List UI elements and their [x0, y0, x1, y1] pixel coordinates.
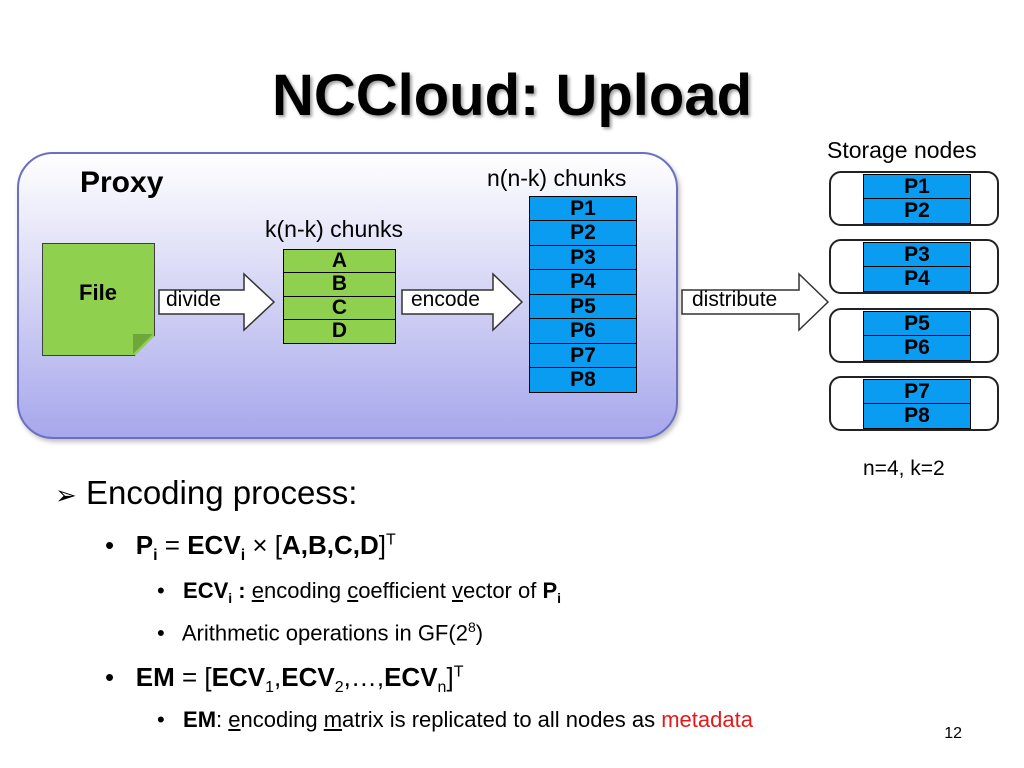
ecv-text2: oefficient [358, 578, 452, 603]
formula-eq: = [157, 530, 188, 560]
arrow-bullet-icon: ➢ [55, 480, 77, 510]
ecv-definition-line: • ECVi : encoding coefficient vector of … [157, 578, 561, 608]
em-close: ] [446, 662, 454, 692]
em-sub1: 1 [265, 679, 275, 697]
slide-number: 12 [944, 725, 962, 742]
storage-node: P3 P4 [829, 239, 999, 294]
em-ecvn: ECV [384, 662, 438, 692]
coded-chunk: P2 [529, 220, 637, 246]
storage-node: P7 P8 [829, 376, 999, 431]
heading-bullet: ➢ Encoding process: [55, 474, 357, 512]
storage-nodes-caption: Storage nodes [827, 137, 977, 163]
stored-chunk: P7 [863, 378, 971, 405]
coded-chunk: P6 [529, 318, 637, 344]
emdef-e: e [228, 707, 241, 732]
em-comma: , [274, 662, 282, 692]
emdef-term: EM [183, 707, 217, 732]
arith-text: Arithmetic operations in GF(2 [181, 620, 468, 646]
formula-p-sub: i [153, 547, 158, 565]
coded-chunk: P4 [529, 269, 637, 295]
encoding-heading: Encoding process: [85, 474, 358, 511]
emdef-colon: : [216, 707, 229, 732]
ecv-p-sub: i [557, 590, 562, 607]
em-term: EM [135, 662, 175, 692]
em-sub2: 2 [334, 679, 344, 697]
formula-ecv-sub: i [240, 547, 246, 565]
ecv-e: e [251, 578, 264, 603]
coded-chunk: P3 [529, 244, 637, 271]
data-chunk: D [283, 319, 396, 344]
k-chunks-caption: k(n-k) chunks [265, 216, 404, 242]
encode-label: encode [411, 288, 480, 311]
stored-chunk: P2 [863, 198, 971, 224]
bullet-dot: • [105, 530, 115, 560]
emdef-m: m [323, 707, 343, 732]
distribute-arrow [681, 272, 830, 332]
distribute-label: distribute [692, 288, 778, 311]
params-label: n=4, k=2 [863, 457, 945, 480]
storage-node: P1 P2 [829, 171, 999, 226]
divide-arrow [158, 272, 276, 332]
data-chunk: C [283, 295, 396, 321]
ecv-text1: ncoding [264, 578, 348, 603]
arith-close: ) [475, 620, 484, 646]
formula-ecv: ECV [187, 530, 241, 560]
ecv-text3: ector of [462, 578, 543, 603]
em-ecv1: ECV [211, 662, 266, 692]
data-chunk: A [283, 248, 396, 274]
divide-label: divide [166, 288, 221, 311]
ecv-p: P [542, 578, 558, 603]
bullet-dot: • [157, 620, 165, 646]
arith-sup: 8 [467, 619, 476, 635]
coded-chunk: P1 [529, 195, 637, 222]
ecv-c: c [347, 578, 359, 603]
em-definition-line: • EM: encoding matrix is replicated to a… [157, 707, 753, 733]
coded-chunk: P7 [529, 342, 637, 369]
em-sup: T [453, 663, 464, 681]
formula-close: ] [378, 530, 387, 560]
stored-chunk: P8 [863, 403, 971, 429]
stored-chunk: P4 [863, 266, 971, 292]
emdef-text2: atrix is replicated to all nodes as [342, 707, 662, 732]
em-eq: = [ [174, 662, 212, 692]
n-chunks-caption: n(n-k) chunks [487, 165, 627, 191]
formula-em-line: • EM = [ECV1,ECV2,…,ECVn]T [105, 662, 463, 697]
ecv-term: ECV [183, 578, 229, 603]
data-chunk: B [283, 272, 396, 297]
bullet-dot: • [157, 707, 165, 732]
emdef-text1: ncoding [240, 707, 324, 732]
formula-times: × [ [245, 530, 282, 560]
coded-chunk: P8 [529, 367, 637, 393]
arithmetic-line: • Arithmetic operations in GF(28) [157, 619, 483, 646]
formula-pi-line: • Pi = ECVi × [A,B,C,D]T [105, 530, 396, 566]
stored-chunk: P6 [863, 335, 971, 361]
em-dots: ,…, [343, 662, 385, 692]
formula-vector: A,B,C,D [282, 530, 379, 560]
coded-chunk-stack: P1 P2 P3 P4 P5 P6 P7 P8 [529, 195, 637, 393]
slide-title: NCCloud: Upload [271, 63, 753, 128]
stored-chunk: P1 [863, 173, 971, 200]
ecv-colon: : [232, 578, 252, 603]
file-label: File [79, 280, 117, 305]
data-chunk-stack: A B C D [283, 248, 396, 344]
proxy-label: Proxy [80, 166, 164, 199]
em-subn: n [437, 679, 447, 697]
formula-p: P [135, 530, 154, 560]
em-ecv2: ECV [281, 662, 335, 692]
ecv-v: v [451, 578, 463, 603]
coded-chunk: P5 [529, 293, 637, 320]
bullet-dot: • [157, 578, 165, 603]
storage-node: P5 P6 [829, 308, 999, 363]
stored-chunk: P5 [863, 310, 971, 337]
metadata-highlight: metadata [661, 707, 753, 732]
ecv-term-sub: i [228, 590, 233, 607]
encode-arrow [401, 272, 524, 332]
formula-sup: T [386, 531, 396, 549]
bullet-dot: • [105, 662, 115, 692]
stored-chunk: P3 [863, 241, 971, 268]
